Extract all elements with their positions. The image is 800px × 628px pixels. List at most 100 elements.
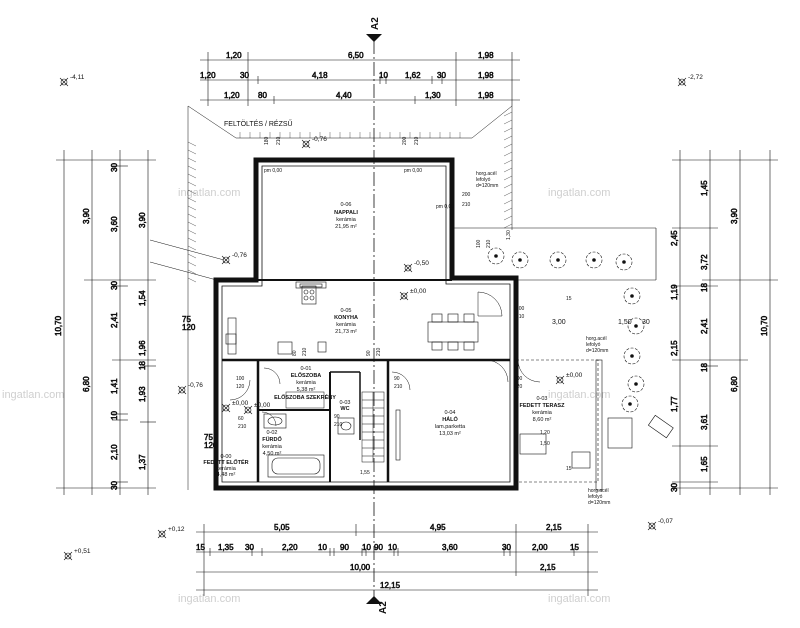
svg-text:180: 180: [264, 136, 270, 145]
svg-text:30: 30: [110, 281, 119, 290]
svg-text:90: 90: [394, 376, 400, 382]
level-marker: ±0,00: [399, 288, 427, 301]
svg-text:4,48 m²: 4,48 m²: [217, 472, 236, 478]
tree-center-icon: [634, 382, 638, 386]
room-eloszoba-szekreny: ELŐSZOBA SZEKRÉNY: [274, 391, 336, 409]
svg-text:d=120mm: d=120mm: [476, 183, 498, 189]
svg-text:1,50: 1,50: [540, 441, 550, 447]
svg-text:210: 210: [462, 202, 471, 208]
svg-text:0-06: 0-06: [340, 202, 351, 208]
trees: [487, 247, 645, 413]
svg-text:kerámia: kerámia: [336, 322, 357, 328]
opening-notes: 180 210 200 210 200 210 100 210 90 210 1…: [236, 136, 650, 476]
svg-text:0-03: 0-03: [339, 400, 350, 406]
svg-text:13,03 m²: 13,03 m²: [439, 431, 461, 437]
stairs: [361, 391, 385, 463]
tree-center-icon: [518, 258, 522, 262]
svg-text:15: 15: [566, 466, 572, 472]
level-markers: -4,11-2,72-0,76-0,76-0,50±0,00±0,00±0,00…: [59, 74, 703, 561]
svg-text:6,80: 6,80: [82, 376, 91, 392]
svg-text:5,38 m²: 5,38 m²: [297, 387, 316, 393]
svg-text:4,95: 4,95: [430, 523, 446, 532]
svg-text:0-02: 0-02: [266, 430, 277, 436]
level-marker: ±0,00: [221, 400, 249, 413]
svg-text:10: 10: [388, 543, 397, 552]
level-marker: -4,11: [59, 74, 85, 87]
svg-text:210: 210: [302, 347, 308, 356]
svg-text:210: 210: [276, 136, 282, 145]
section-mark-bottom: A2: [378, 601, 389, 614]
svg-text:120: 120: [514, 384, 523, 390]
tree-center-icon: [494, 254, 498, 258]
watermark: ingatlan.com: [548, 593, 610, 605]
svg-text:30: 30: [110, 481, 119, 490]
svg-text:10: 10: [318, 543, 327, 552]
svg-text:kerámia: kerámia: [532, 410, 553, 416]
svg-text:2,20: 2,20: [282, 543, 298, 552]
level-marker: -0,50: [403, 260, 429, 273]
svg-text:75: 75: [182, 315, 191, 324]
walls: [213, 157, 519, 491]
svg-text:0-04: 0-04: [444, 410, 455, 416]
svg-text:8,60 m²: 8,60 m²: [533, 417, 552, 423]
room-fedett-terasz: 0-03 FEDETT TERASZ kerámia 8,60 m²: [520, 396, 566, 423]
svg-text:KONYHA: KONYHA: [334, 315, 358, 321]
svg-text:200: 200: [462, 192, 471, 198]
svg-text:horg.acél: horg.acél: [586, 336, 607, 342]
fill-label: FELTÖLTÉS / RÉZSŰ: [224, 119, 293, 128]
svg-text:1,77: 1,77: [670, 396, 679, 412]
section-line: A2 A2: [366, 17, 389, 614]
tree-center-icon: [634, 324, 638, 328]
svg-text:90: 90: [366, 350, 372, 356]
svg-text:kerámia: kerámia: [262, 444, 283, 450]
dim-label: 1,98: [478, 71, 494, 80]
svg-text:10,70: 10,70: [760, 315, 769, 336]
svg-text:10: 10: [362, 543, 371, 552]
svg-text:2,15: 2,15: [670, 340, 679, 356]
svg-text:210: 210: [376, 347, 382, 356]
svg-text:18: 18: [138, 361, 147, 370]
svg-text:90: 90: [340, 543, 349, 552]
svg-text:4,50 m²: 4,50 m²: [263, 451, 282, 457]
top-dimensions: 1,20 6,50 1,98 1,20 30 4,18 10 1,62 30 1…: [200, 51, 520, 106]
dim-label: 1,98: [478, 51, 494, 60]
dim-label: 1,20: [224, 91, 240, 100]
watermarks: ingatlan.com ingatlan.com ingatlan.com i…: [2, 187, 610, 605]
svg-text:15: 15: [566, 296, 572, 302]
svg-text:3,60: 3,60: [442, 543, 458, 552]
svg-text:FÜRDŐ: FÜRDŐ: [262, 436, 282, 443]
svg-text:0-01: 0-01: [300, 366, 311, 372]
slope-hatch: [187, 111, 513, 283]
svg-text:1,96: 1,96: [138, 340, 147, 356]
level-value: -0,76: [312, 136, 327, 143]
svg-text:horg.acél: horg.acél: [588, 488, 609, 494]
level-value: -4,11: [70, 74, 85, 81]
svg-text:200: 200: [402, 136, 408, 145]
watermark: ingatlan.com: [548, 389, 610, 401]
svg-text:10,00: 10,00: [350, 563, 371, 572]
svg-text:210: 210: [394, 384, 403, 390]
room-labels: 0-06 NAPPALI kerámia 21,95 m² 0-05 KONYH…: [203, 202, 565, 478]
level-value: -0,76: [188, 382, 203, 389]
svg-text:80: 80: [292, 350, 298, 356]
watermark: ingatlan.com: [178, 593, 240, 605]
svg-text:horg.acél: horg.acél: [476, 171, 497, 177]
svg-text:30: 30: [502, 543, 511, 552]
svg-text:15: 15: [196, 543, 205, 552]
svg-text:15: 15: [570, 543, 579, 552]
tree-center-icon: [592, 258, 596, 262]
svg-text:2,45: 2,45: [670, 230, 679, 246]
svg-text:3,90: 3,90: [82, 208, 91, 224]
svg-text:kerámia: kerámia: [216, 466, 237, 472]
dim-label: 1,62: [405, 71, 421, 80]
svg-text:1,45: 1,45: [700, 180, 709, 196]
svg-text:2,41: 2,41: [110, 312, 119, 328]
svg-text:3,72: 3,72: [700, 254, 709, 270]
tree-center-icon: [630, 354, 634, 358]
room-eloszoba: 0-01 ELŐSZOBA kerámia 5,38 m²: [291, 366, 322, 393]
svg-text:2,10: 2,10: [110, 444, 119, 460]
level-value: -2,72: [688, 74, 703, 81]
dim-label: 80: [258, 91, 267, 100]
level-value: -0,76: [232, 252, 247, 259]
